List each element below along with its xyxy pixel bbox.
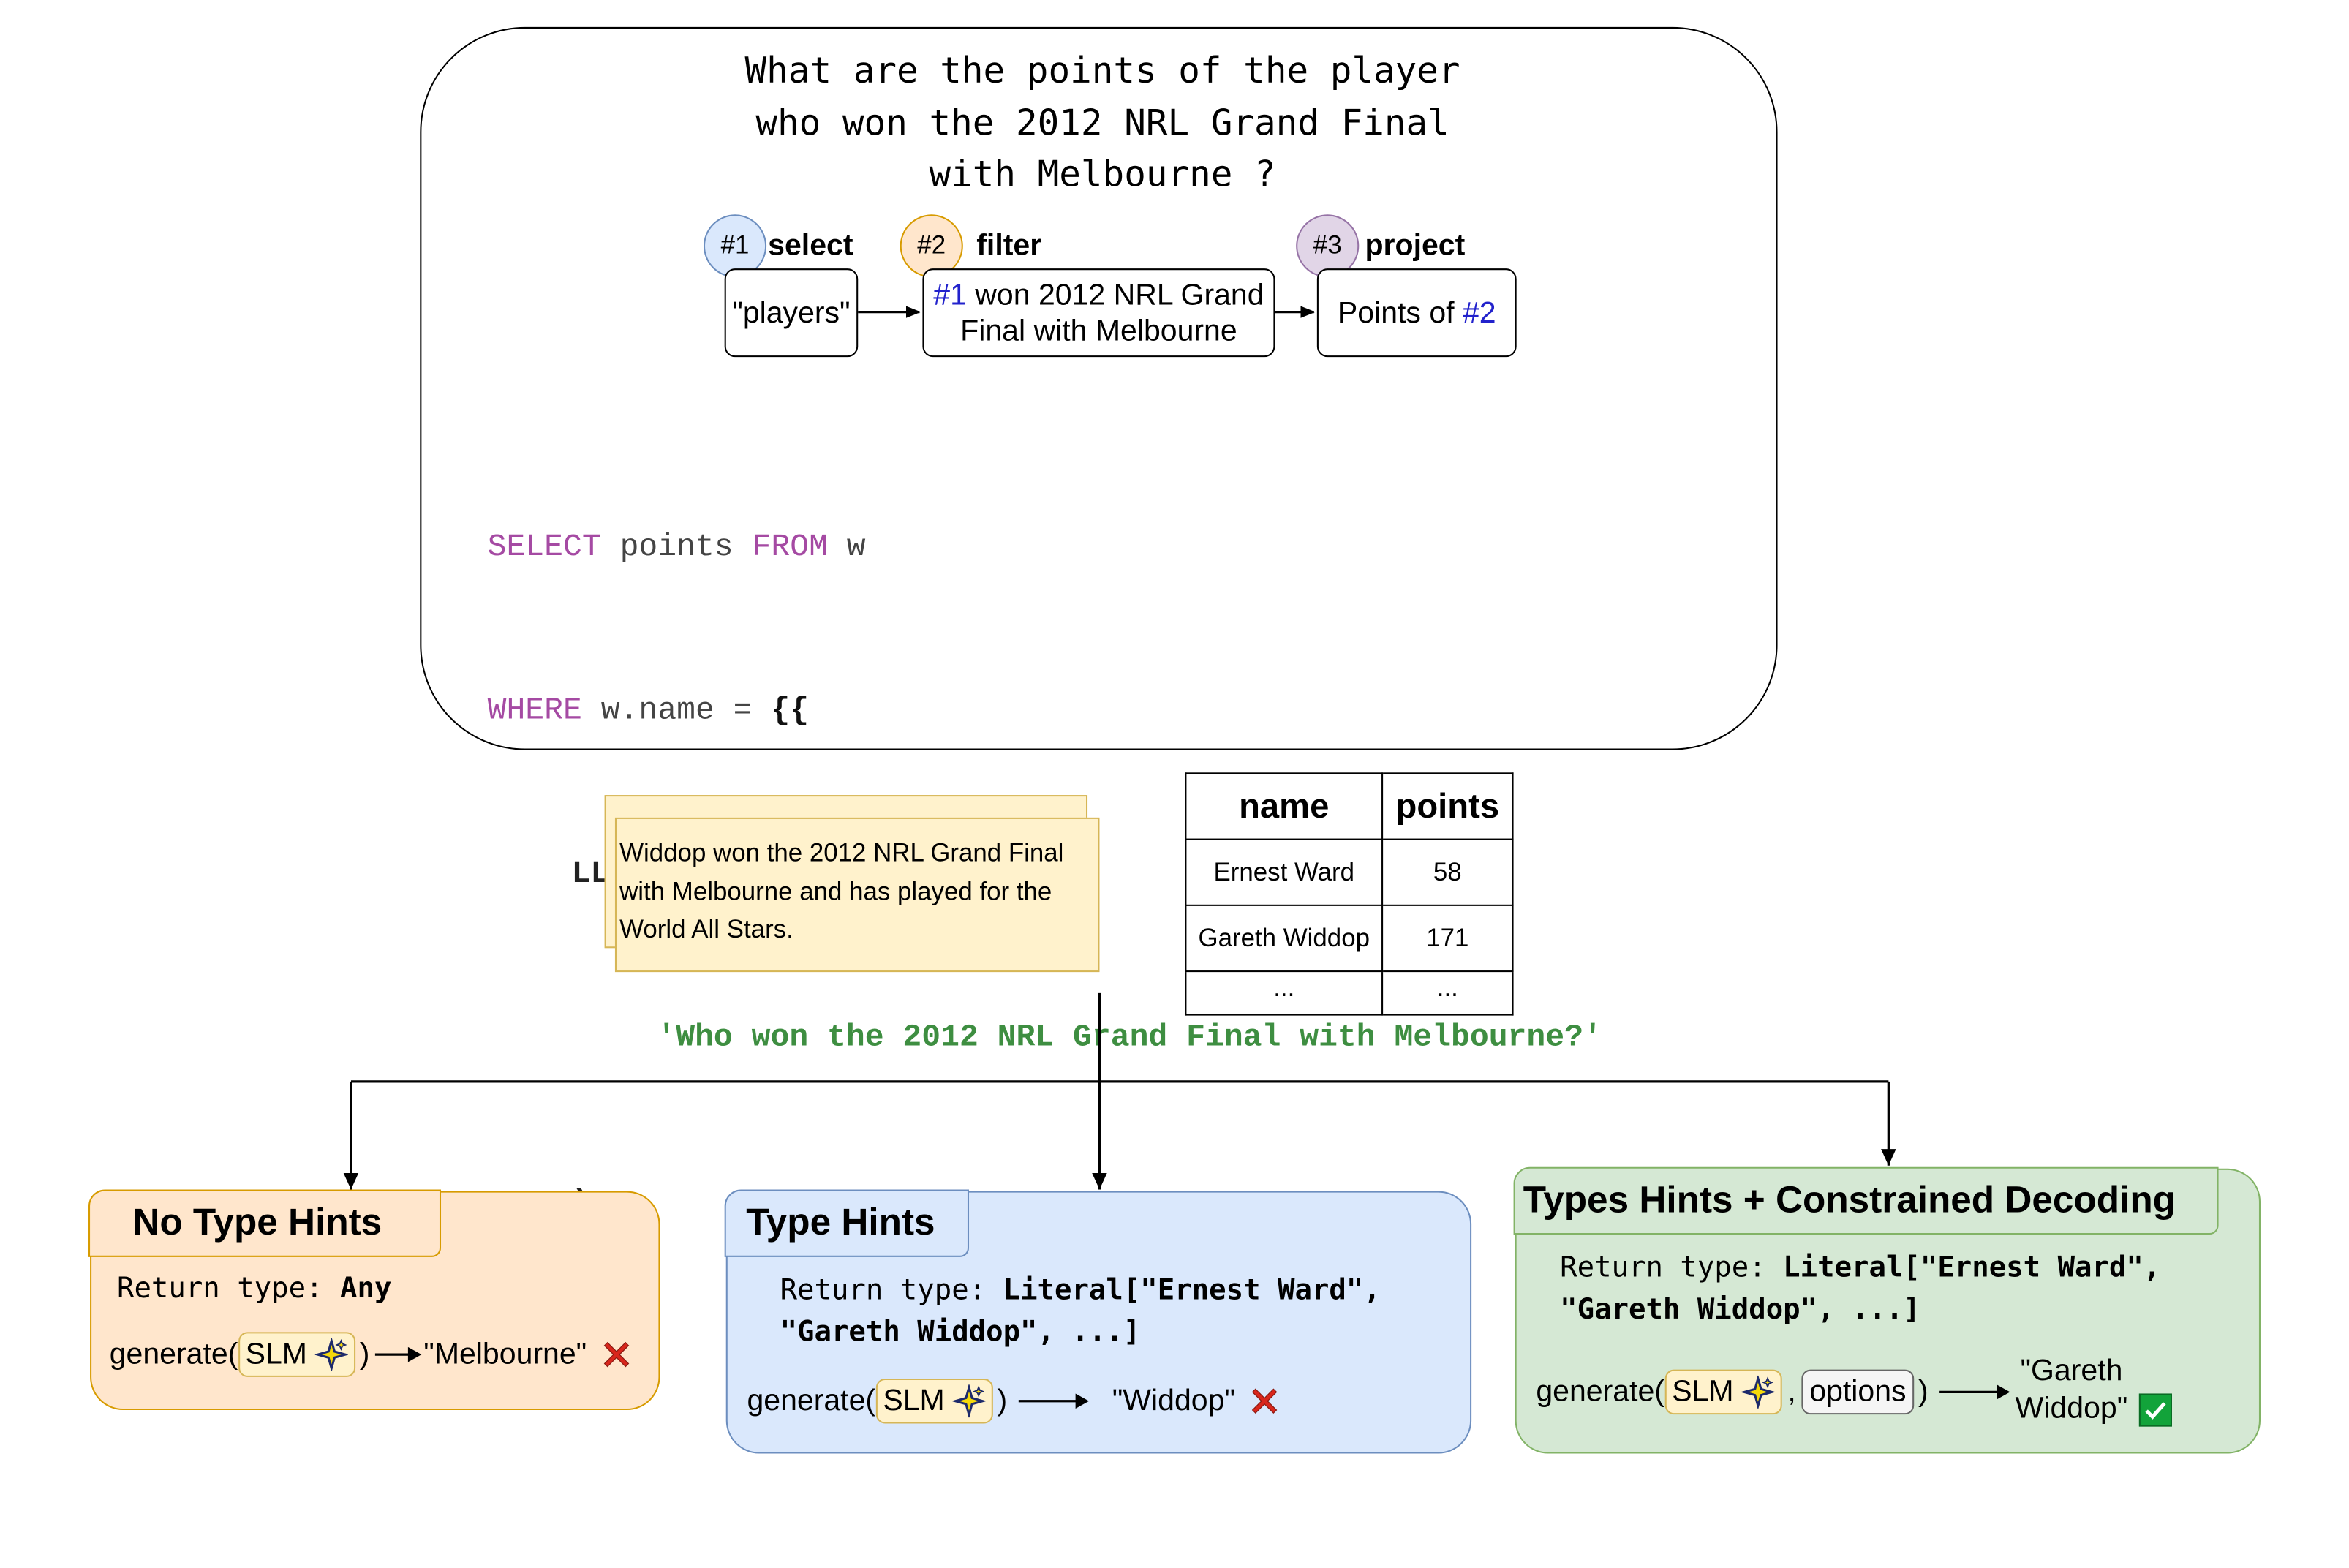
type-hints-output: "Widdop"	[1112, 1384, 1235, 1417]
generate-close: )	[997, 1384, 1008, 1417]
players-table: name points Ernest Ward 58 Gareth Widdop…	[1185, 772, 1514, 1016]
no-type-hints-panel: No Type Hints Return type: Any generate(…	[88, 1190, 660, 1411]
table-cell: ...	[1185, 970, 1384, 1016]
generate-call: generate(	[1536, 1374, 1664, 1408]
generate-call: generate(	[109, 1337, 238, 1371]
generate-close: )	[1918, 1374, 1928, 1408]
table-row: ... ...	[1185, 970, 1514, 1016]
step-3-badge: #3	[1296, 214, 1360, 278]
passage-text: Widdop won the 2012 NRL Grand Final with…	[619, 838, 1064, 944]
step-2-op: filter	[976, 229, 1042, 263]
correct-check-icon	[2139, 1393, 2173, 1427]
type-hints-return-type: Return type: Literal["Ernest Ward", "Gar…	[780, 1270, 1381, 1353]
generate-call: generate(	[747, 1384, 876, 1417]
sql-open-brace: {{	[771, 694, 810, 729]
type-hints-title: Type Hints	[725, 1190, 970, 1258]
return-type-label: Return type:	[780, 1273, 1003, 1307]
sql-line-2: WHERE w.name = {{	[488, 685, 1602, 740]
return-type-value-line2: "Gareth Widdop", ...]	[780, 1314, 1141, 1348]
table-cell: ...	[1381, 970, 1514, 1016]
step-2-box: #1 won 2012 NRL Grand Final with Melbour…	[922, 268, 1275, 358]
table-row: Gareth Widdop 171	[1185, 904, 1514, 973]
options-label: options	[1809, 1374, 1907, 1408]
output-arrow-icon	[1940, 1384, 2011, 1400]
return-type-label: Return type:	[116, 1272, 341, 1305]
sql-where-keyword: WHERE	[487, 694, 582, 729]
constrained-decoding-title: Types Hints + Constrained Decoding	[1514, 1167, 2220, 1235]
return-type-value: Any	[340, 1272, 392, 1305]
constrained-decoding-output: "Gareth Widdop"	[2016, 1353, 2128, 1428]
constrained-decoding-return-type: Return type: Literal["Ernest Ward", "Gar…	[1560, 1248, 2160, 1331]
step-2-id: #2	[917, 230, 946, 260]
constrained-decoding-generate: generate( SLM , options ) "Gareth Widdop…	[1536, 1353, 2173, 1428]
sql-table-name: w	[827, 530, 866, 565]
constrained-decoding-title-text: Types Hints + Constrained Decoding	[1523, 1179, 2176, 1222]
step-1-op: select	[768, 229, 853, 263]
slm-label: SLM	[883, 1384, 945, 1417]
step-1-text: "players"	[732, 296, 851, 330]
step-1-id: #1	[720, 230, 750, 260]
step-3-op: project	[1365, 229, 1466, 263]
step-3-text: Points of	[1337, 296, 1463, 330]
slm-chip: SLM	[1664, 1369, 1782, 1415]
return-type-label: Return type:	[1560, 1251, 1784, 1284]
type-hints-panel: Type Hints Return type: Literal["Ernest …	[725, 1190, 1472, 1454]
generate-comma: ,	[1787, 1374, 1796, 1408]
sql-line-1: SELECT points FROM w	[488, 521, 1602, 576]
table-cell: Ernest Ward	[1185, 838, 1384, 906]
table-cell: Gareth Widdop	[1185, 904, 1384, 973]
sparkle-icon	[951, 1384, 986, 1418]
no-type-hints-return-type: Return type: Any	[117, 1269, 391, 1310]
return-type-value-line2: "Gareth Widdop", ...]	[1560, 1292, 1920, 1326]
slm-label: SLM	[245, 1337, 307, 1371]
output-arrow-icon	[1019, 1393, 1090, 1409]
step-1-box: "players"	[724, 268, 859, 358]
no-type-hints-generate: generate( SLM ) "Melbourne"	[110, 1332, 635, 1377]
step-2-text: won 2012 NRL Grand Final with Melbourne	[960, 278, 1264, 347]
table-header-points: points	[1381, 772, 1514, 840]
step-3-box: Points of #2	[1316, 268, 1517, 358]
sql-from-keyword: FROM	[752, 530, 828, 565]
generate-close: )	[359, 1337, 370, 1371]
table-cell: 171	[1381, 904, 1514, 973]
sql-line-4: 'Who won the 2012 NRL Grand Final with M…	[488, 1013, 1602, 1068]
step-3-ref: #2	[1462, 296, 1496, 330]
wrong-x-icon	[603, 1341, 630, 1368]
table-row: Ernest Ward 58	[1185, 838, 1514, 906]
passage-card: Widdop won the 2012 NRL Grand Final with…	[614, 817, 1100, 973]
no-type-hints-title: No Type Hints	[88, 1190, 442, 1258]
table-header-row: name points	[1185, 772, 1514, 840]
sql-condition: w.name =	[581, 694, 772, 729]
step-2-ref: #1	[933, 278, 967, 312]
sql-select-keyword: SELECT	[487, 530, 601, 565]
slm-chip: SLM	[238, 1332, 355, 1377]
sparkle-icon	[314, 1338, 348, 1371]
slm-label: SLM	[1672, 1374, 1734, 1408]
return-type-value-line1: Literal["Ernest Ward",	[1003, 1273, 1381, 1307]
wrong-x-icon	[1252, 1388, 1278, 1414]
sparkle-icon	[1741, 1375, 1774, 1409]
output-arrow-icon	[375, 1346, 423, 1362]
no-type-hints-title-text: No Type Hints	[132, 1202, 382, 1245]
question-text: What are the points of the player who wo…	[744, 49, 1460, 195]
step-2-badge: #2	[900, 214, 963, 278]
return-type-value-line1: Literal["Ernest Ward",	[1783, 1251, 2161, 1284]
options-chip: options	[1802, 1369, 1914, 1415]
step-3-id: #3	[1313, 230, 1342, 260]
output-line-2: Widdop"	[2015, 1392, 2128, 1425]
table-header-name: name	[1185, 772, 1384, 840]
constrained-decoding-panel: Types Hints + Constrained Decoding Retur…	[1514, 1167, 2261, 1454]
sql-question-string: 'Who won the 2012 NRL Grand Final with M…	[657, 1022, 1602, 1057]
table-cell: 58	[1381, 838, 1514, 906]
output-line-1: "Gareth	[2020, 1354, 2123, 1388]
question-panel	[420, 26, 1778, 750]
type-hints-title-text: Type Hints	[746, 1202, 935, 1245]
sql-columns: points	[600, 530, 753, 565]
type-hints-generate: generate( SLM ) "Widdop"	[747, 1378, 1283, 1424]
slm-chip: SLM	[875, 1378, 993, 1424]
no-type-hints-output: "Melbourne"	[423, 1337, 587, 1371]
